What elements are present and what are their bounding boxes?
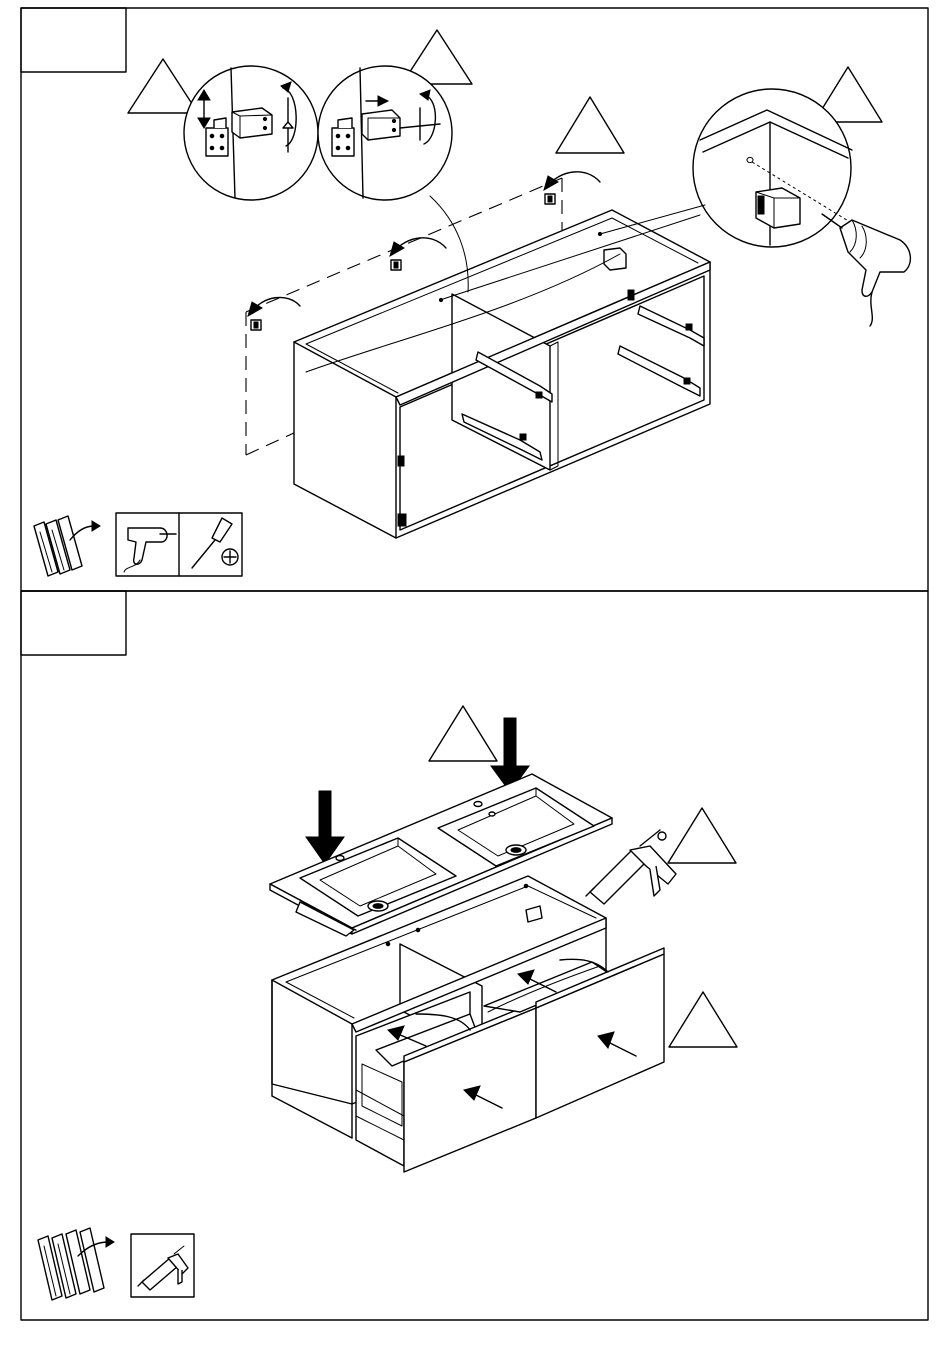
step-number-box-1 bbox=[21, 8, 126, 72]
boards-arrow-icon bbox=[34, 516, 100, 576]
warning-triangle-icon bbox=[668, 808, 736, 863]
step-panel-1 bbox=[21, 8, 928, 591]
place-basin-arrow-icon bbox=[306, 791, 344, 864]
wall-bracket-detail bbox=[693, 89, 852, 247]
warning-triangle-icon bbox=[556, 97, 624, 153]
drill-icon bbox=[124, 528, 176, 572]
step-panel-2 bbox=[21, 591, 928, 1320]
tool-icons-step-1 bbox=[34, 513, 242, 576]
boards-arrow-icon bbox=[38, 1228, 114, 1300]
drill-icon bbox=[822, 214, 910, 326]
warning-triangle-icon bbox=[128, 59, 198, 113]
vanity-cabinet-carcass bbox=[246, 172, 710, 538]
warning-triangle-icon bbox=[429, 706, 497, 761]
screwdriver-icon bbox=[192, 518, 238, 568]
warning-triangle-icon bbox=[669, 992, 737, 1047]
hinge-adjust-detail bbox=[184, 66, 452, 200]
tool-icons-step-2 bbox=[38, 1228, 194, 1300]
silicone-gun-icon bbox=[586, 830, 676, 904]
step-number-box-2 bbox=[21, 591, 126, 655]
silicone-gun-icon bbox=[138, 1246, 188, 1290]
